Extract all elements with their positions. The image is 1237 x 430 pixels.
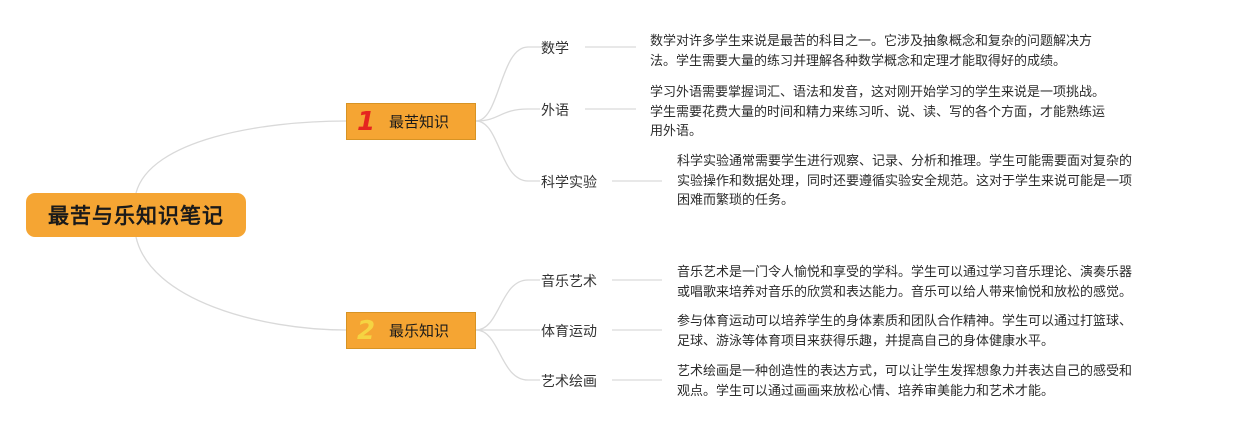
category-node-hardest[interactable]: 1 最苦知识: [346, 103, 476, 140]
root-title: 最苦与乐知识笔记: [48, 204, 224, 228]
description-sports: 参与体育运动可以培养学生的身体素质和团队合作精神。学生可以通过打篮球、 足球、游…: [677, 312, 1132, 351]
description-line: 学习外语需要掌握词汇、语法和发音，这对刚开始学习的学生来说是一项挑战。: [650, 85, 1106, 100]
subtopic-label: 外语: [541, 103, 569, 119]
category-number: 2: [356, 315, 376, 346]
description-line: 艺术绘画是一种创造性的表达方式，可以让学生发挥想象力并表达自己的感受和: [677, 364, 1133, 379]
category-node-happiest[interactable]: 2 最乐知识: [346, 312, 476, 349]
description-line: 科学实验通常需要学生进行观察、记录、分析和推理。学生可能需要面对复杂的: [677, 154, 1133, 169]
subtopic-label: 艺术绘画: [541, 374, 597, 390]
category-label: 最乐知识: [389, 322, 450, 340]
subtopic-painting[interactable]: 艺术绘画: [541, 371, 597, 391]
description-line: 参与体育运动可以培养学生的身体素质和团队合作精神。学生可以通过打篮球、: [677, 314, 1133, 329]
description-line: 数学对许多学生来说是最苦的科目之一。它涉及抽象概念和复杂的问题解决方: [650, 34, 1093, 49]
subtopic-label: 音乐艺术: [541, 274, 597, 290]
description-painting: 艺术绘画是一种创造性的表达方式，可以让学生发挥想象力并表达自己的感受和 观点。学…: [677, 362, 1132, 401]
description-line: 音乐艺术是一门令人愉悦和享受的学科。学生可以通过学习音乐理论、演奏乐器: [677, 265, 1133, 280]
subtopic-music-art[interactable]: 音乐艺术: [541, 271, 597, 291]
subtopic-science-experiment[interactable]: 科学实验: [541, 172, 597, 192]
subtopic-label: 体育运动: [541, 324, 597, 340]
connector-cat1-sub3: [475, 120, 529, 182]
description-line: 用外语。: [650, 124, 703, 139]
category-label: 最苦知识: [389, 113, 450, 131]
description-line: 法。学生需要大量的练习并理解各种数学概念和定理才能取得好的成绩。: [650, 53, 1067, 69]
subtopic-math[interactable]: 数学: [541, 38, 569, 58]
root-node[interactable]: 最苦与乐知识笔记: [26, 193, 246, 237]
connector-cat1-sub2: [475, 108, 529, 122]
connector-cat1-sub1: [475, 46, 529, 122]
connector-root-cat2: [135, 236, 347, 331]
description-line: 困难而繁琐的任务。: [677, 193, 795, 208]
description-line: 足球、游泳等体育项目来获得乐趣，并提高自己的身体健康水平。: [677, 333, 1055, 349]
description-line: 观点。学生可以通过画画来放松心情、培养审美能力和艺术才能。: [677, 383, 1055, 399]
category-number: 1: [356, 106, 376, 137]
description-science-experiment: 科学实验通常需要学生进行观察、记录、分析和推理。学生可能需要面对复杂的 实验操作…: [677, 152, 1132, 211]
description-foreign-language: 学习外语需要掌握词汇、语法和发音，这对刚开始学习的学生来说是一项挑战。 学生需要…: [650, 83, 1105, 142]
subtopic-label: 数学: [541, 41, 569, 57]
description-music-art: 音乐艺术是一门令人愉悦和享受的学科。学生可以通过学习音乐理论、演奏乐器 或唱歌来…: [677, 263, 1132, 302]
subtopic-label: 科学实验: [541, 175, 597, 191]
description-line: 实验操作和数据处理，同时还要遵循实验安全规范。这对于学生来说可能是一项: [677, 173, 1133, 189]
connector-cat2-sub1: [475, 279, 529, 331]
description-line: 学生需要花费大量的时间和精力来练习听、说、读、写的各个方面，才能熟练运: [650, 104, 1106, 120]
description-line: 或唱歌来培养对音乐的欣赏和表达能力。音乐可以给人带来愉悦和放松的感觉。: [677, 284, 1133, 300]
subtopic-sports[interactable]: 体育运动: [541, 321, 597, 341]
description-math: 数学对许多学生来说是最苦的科目之一。它涉及抽象概念和复杂的问题解决方 法。学生需…: [650, 32, 1092, 71]
connector-root-cat1: [135, 120, 347, 194]
connector-cat2-sub3: [475, 329, 529, 381]
subtopic-foreign-language[interactable]: 外语: [541, 100, 569, 120]
